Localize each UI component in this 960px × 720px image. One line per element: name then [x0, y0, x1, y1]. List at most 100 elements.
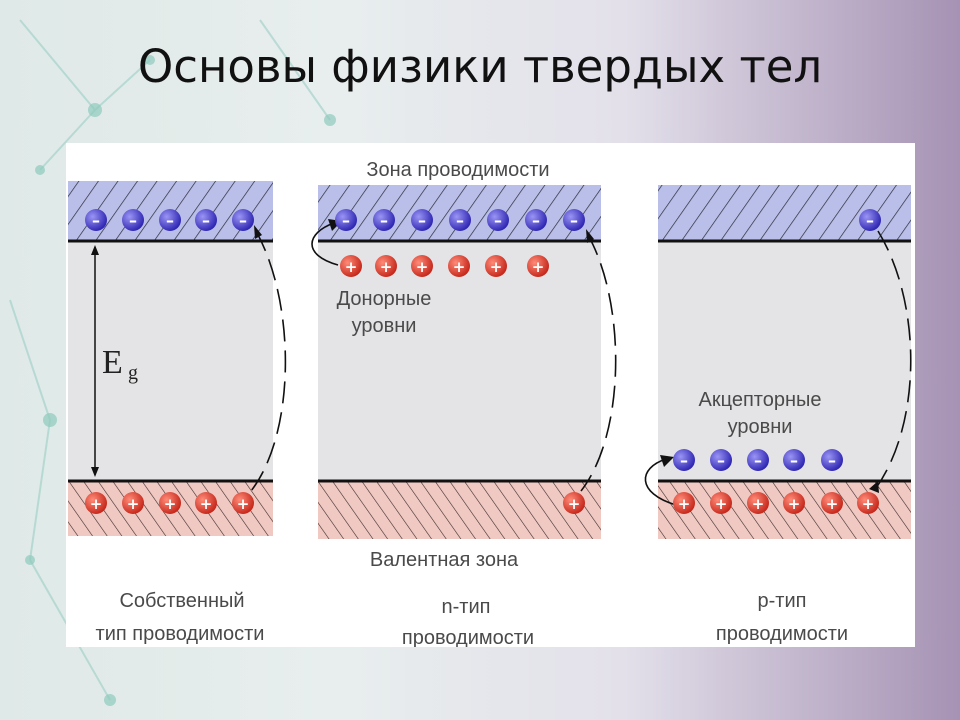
intrinsic-transition-arrow: [250, 230, 287, 492]
svg-text:–: –: [456, 211, 464, 230]
donor-ion: +: [375, 255, 397, 277]
electron: –: [411, 209, 433, 231]
hole: +: [159, 492, 181, 514]
svg-text:–: –: [790, 451, 798, 470]
acceptor-levels-label-line1: Акцепторные: [699, 389, 822, 411]
svg-text:+: +: [345, 258, 358, 276]
svg-text:+: +: [826, 495, 839, 513]
valence-band-label: Валентная зона: [370, 549, 519, 571]
acceptor-levels-label-line2: уровни: [728, 416, 793, 438]
slide-title: Основы физики твердых тел: [137, 40, 823, 93]
svg-text:+: +: [568, 495, 581, 513]
donor-levels-label-line2: уровни: [352, 315, 417, 337]
svg-text:–: –: [202, 211, 210, 230]
electron: –: [563, 209, 585, 231]
acceptor-ion: –: [710, 449, 732, 471]
hole: +: [710, 492, 732, 514]
electron: –: [195, 209, 217, 231]
svg-text:+: +: [678, 495, 691, 513]
svg-text:–: –: [532, 211, 540, 230]
electron: –: [373, 209, 395, 231]
carriers-p-type: – – – – – – + + + + + +: [673, 209, 881, 514]
svg-text:–: –: [866, 211, 874, 230]
electron: –: [232, 209, 254, 231]
p-type-caption-line2: проводимости: [716, 623, 848, 645]
svg-text:–: –: [380, 211, 388, 230]
svg-text:+: +: [416, 258, 429, 276]
electron: –: [159, 209, 181, 231]
svg-text:–: –: [166, 211, 174, 230]
svg-text:–: –: [239, 211, 247, 230]
svg-text:–: –: [717, 451, 725, 470]
electron: –: [335, 209, 357, 231]
donor-ion: +: [411, 255, 433, 277]
svg-text:+: +: [380, 258, 393, 276]
svg-text:+: +: [862, 495, 875, 513]
hole: +: [122, 492, 144, 514]
n-type-caption-line1: n-тип: [442, 596, 491, 618]
hole: +: [783, 492, 805, 514]
svg-text:–: –: [754, 451, 762, 470]
electron: –: [449, 209, 471, 231]
electron: –: [487, 209, 509, 231]
svg-text:+: +: [164, 495, 177, 513]
donor-ion: +: [340, 255, 362, 277]
svg-text:–: –: [342, 211, 350, 230]
energy-gap-subscript: g: [128, 362, 138, 384]
hole: +: [857, 492, 879, 514]
energy-gap-label: E: [102, 344, 123, 381]
svg-text:+: +: [490, 258, 503, 276]
svg-text:–: –: [680, 451, 688, 470]
svg-text:+: +: [90, 495, 103, 513]
hole: +: [673, 492, 695, 514]
svg-text:–: –: [418, 211, 426, 230]
donor-ion: +: [527, 255, 549, 277]
svg-text:+: +: [715, 495, 728, 513]
band-diagram: E g Зона проводимости Валентная зона Дон…: [68, 159, 912, 647]
n-type-gap: [318, 241, 601, 481]
electron: –: [859, 209, 881, 231]
n-type-valence-band: [318, 481, 601, 539]
hole: +: [747, 492, 769, 514]
p-type-band-panel: Акцепторные уровни: [644, 185, 912, 539]
electron: –: [122, 209, 144, 231]
hole: +: [563, 492, 585, 514]
electron: –: [525, 209, 547, 231]
svg-text:+: +: [532, 258, 545, 276]
intrinsic-caption-line1: Собственный: [119, 590, 244, 612]
svg-text:–: –: [828, 451, 836, 470]
n-type-band-panel: Зона проводимости Валентная зона Донорны…: [311, 159, 617, 571]
acceptor-ion: –: [747, 449, 769, 471]
svg-text:+: +: [788, 495, 801, 513]
svg-text:–: –: [494, 211, 502, 230]
svg-text:–: –: [129, 211, 137, 230]
donor-levels-label-line1: Донорные: [337, 288, 432, 310]
acceptor-ion: –: [783, 449, 805, 471]
carriers-intrinsic: – – – – – + + + + +: [85, 209, 254, 514]
donor-excitation-arrow: [311, 222, 339, 266]
carriers-n-type: – – – – – – – + + + + + + +: [335, 209, 585, 514]
electron: –: [85, 209, 107, 231]
p-type-caption-line1: p-тип: [758, 590, 807, 612]
donor-ion: +: [448, 255, 470, 277]
band-diagram-panel: E g Зона проводимости Валентная зона Дон…: [66, 143, 915, 647]
acceptor-ion: –: [673, 449, 695, 471]
hole: +: [232, 492, 254, 514]
svg-text:+: +: [752, 495, 765, 513]
svg-text:–: –: [570, 211, 578, 230]
p-type-gap: [658, 241, 911, 481]
hole: +: [85, 492, 107, 514]
svg-text:–: –: [92, 211, 100, 230]
hole: +: [821, 492, 843, 514]
acceptor-capture-arrow: [644, 458, 677, 506]
intrinsic-caption-line2: тип проводимости: [96, 623, 265, 645]
svg-text:+: +: [237, 495, 250, 513]
intrinsic-gap: [68, 241, 273, 481]
n-type-transition-arrow: [580, 234, 617, 492]
p-type-transition-arrow: [875, 230, 912, 489]
svg-text:+: +: [200, 495, 213, 513]
hole: +: [195, 492, 217, 514]
conduction-band-label: Зона проводимости: [366, 159, 549, 181]
acceptor-ion: –: [821, 449, 843, 471]
n-type-caption-line2: проводимости: [402, 627, 534, 647]
